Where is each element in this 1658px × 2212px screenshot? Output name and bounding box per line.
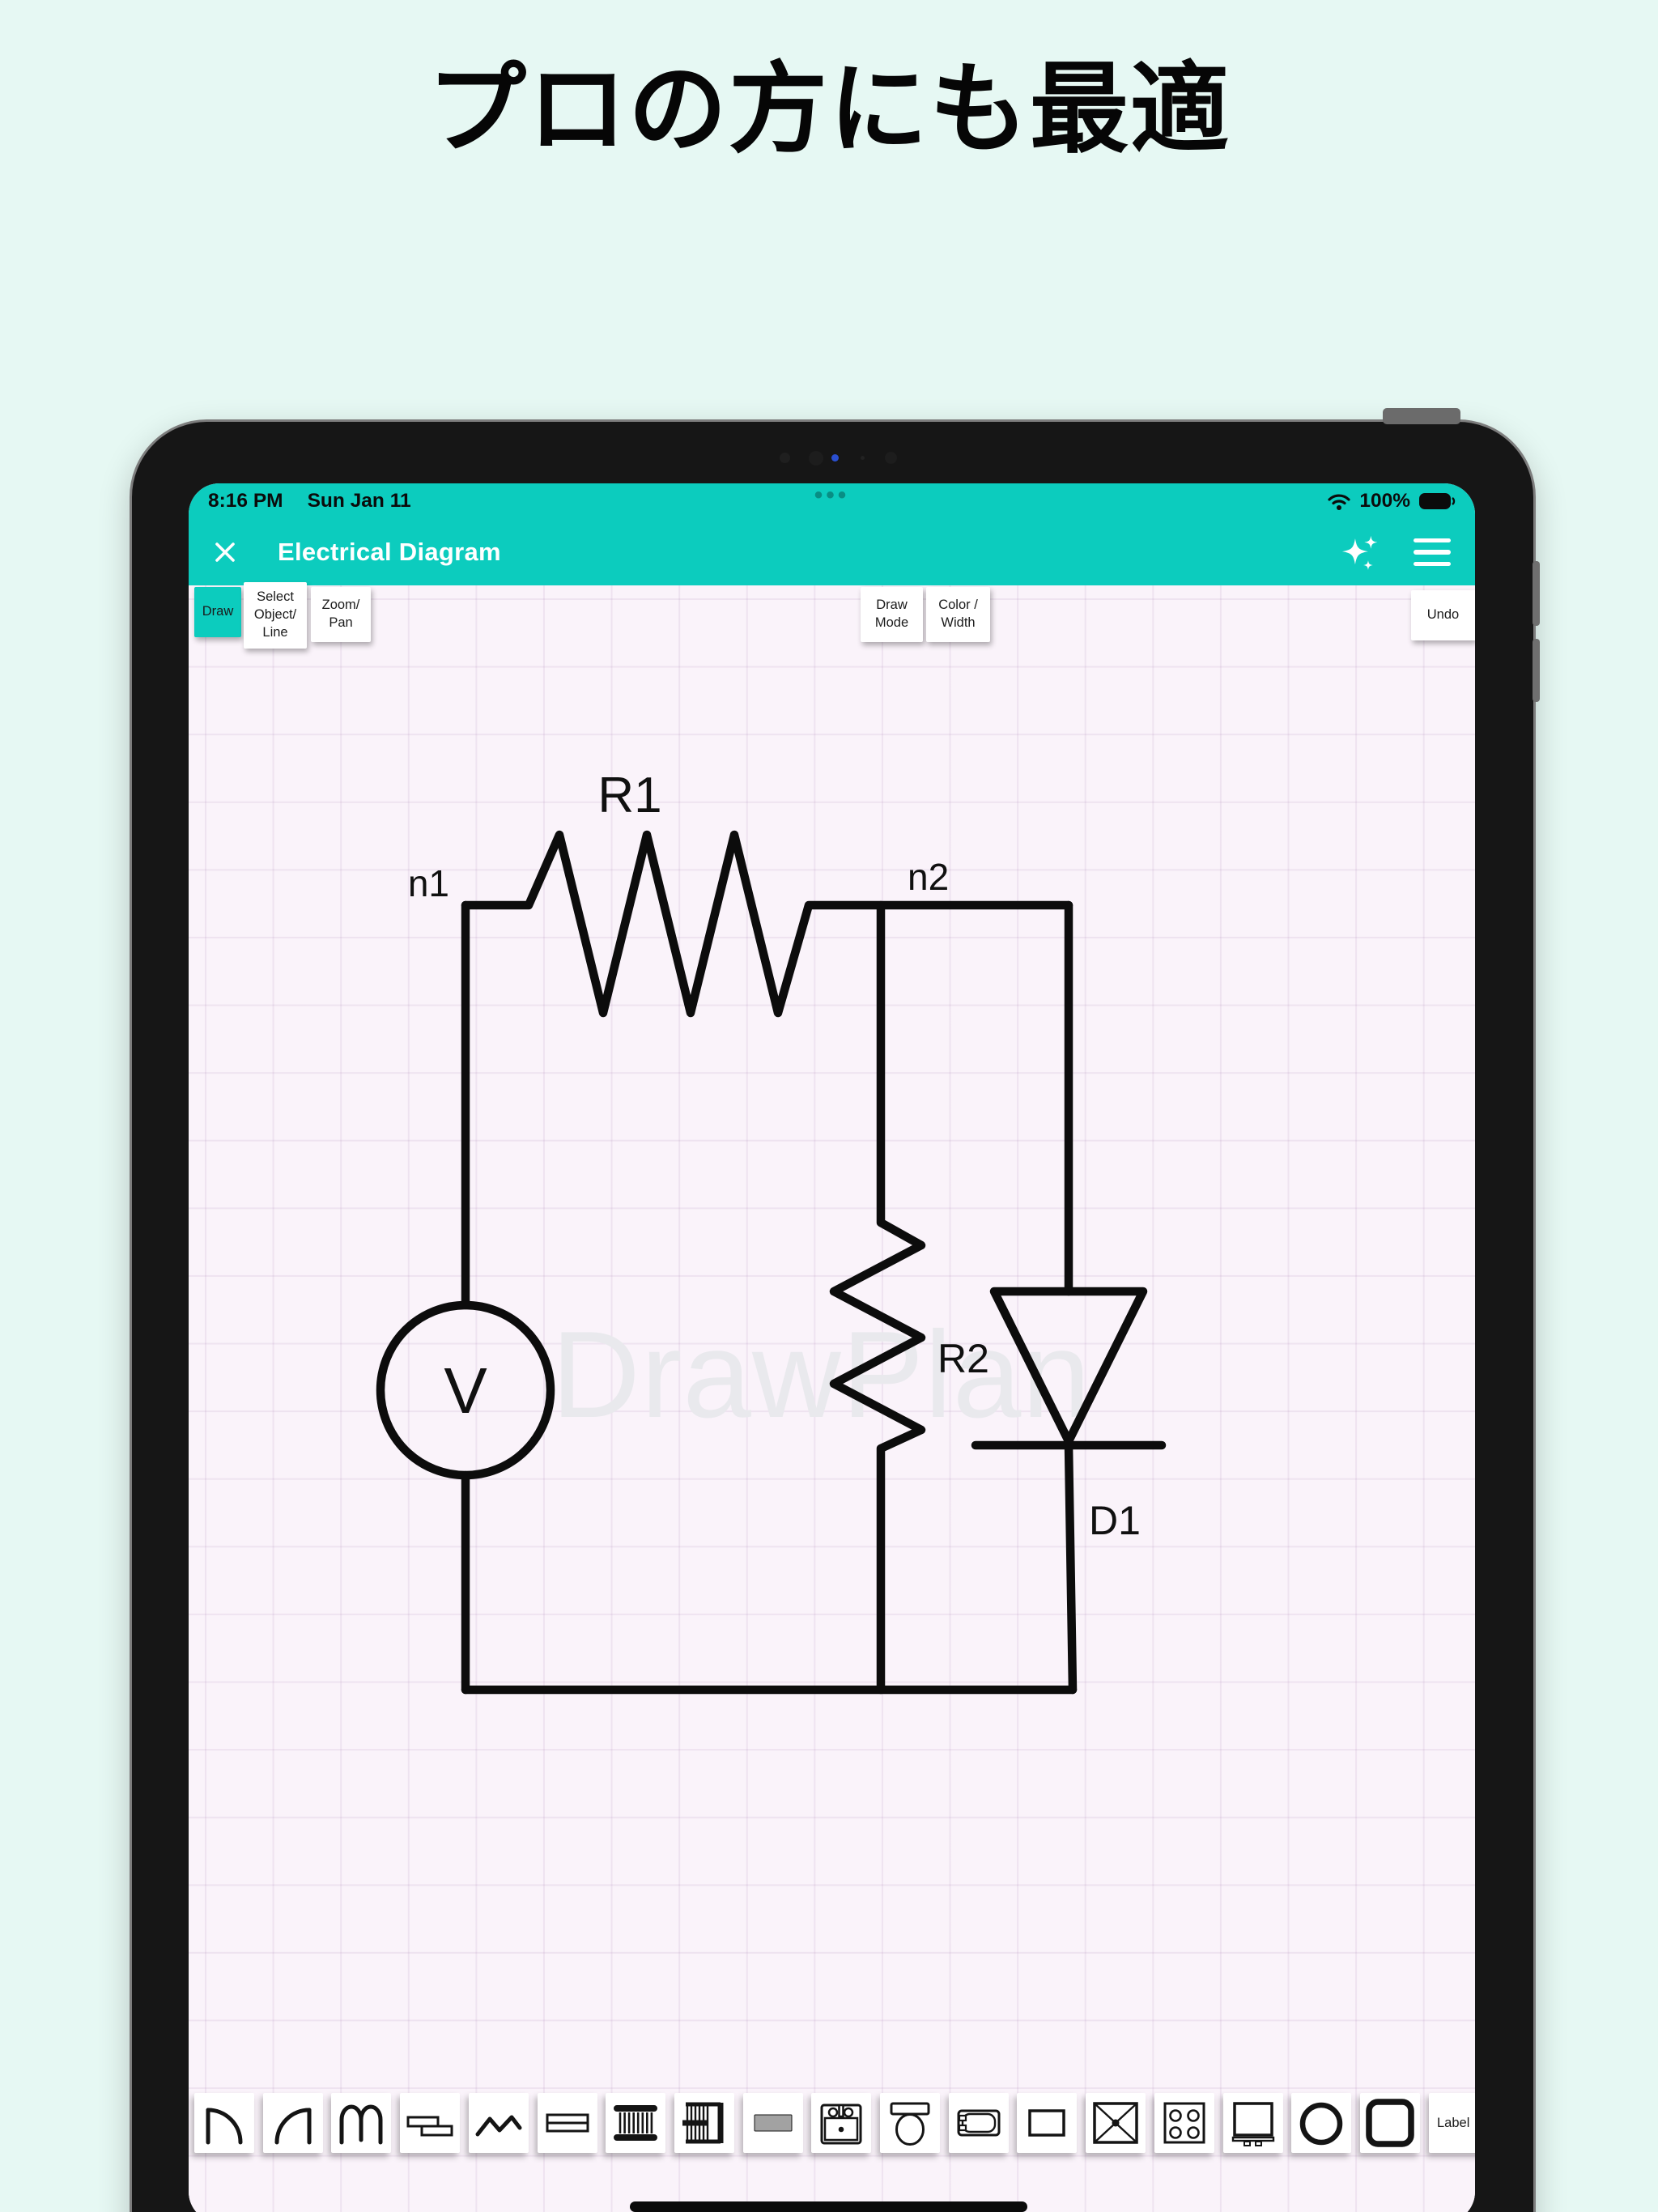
- toilet-icon: [890, 2102, 930, 2146]
- tool-stove-button[interactable]: [1154, 2093, 1214, 2153]
- label-n2: n2: [908, 856, 949, 898]
- door-arc-left-icon: [274, 2108, 312, 2145]
- fixture-rect-icon: [1028, 2109, 1066, 2137]
- wire-top-with-r1[interactable]: R1 n1 n2: [408, 768, 1073, 1018]
- tool-stairs-button[interactable]: [674, 2093, 734, 2153]
- shower-icon: [1093, 2102, 1138, 2144]
- select-object-line-button[interactable]: Select Object/ Line: [244, 582, 307, 649]
- tool-solid-wall-button[interactable]: [742, 2093, 803, 2153]
- window-icon: [546, 2113, 589, 2133]
- tool-double-door-button[interactable]: [331, 2093, 392, 2153]
- voltage-source[interactable]: V: [376, 900, 555, 1695]
- tool-radiator-button[interactable]: [606, 2093, 666, 2153]
- status-time: 8:16 PM: [208, 490, 283, 512]
- label-r2: R2: [937, 1336, 989, 1381]
- label-d1: D1: [1089, 1498, 1141, 1543]
- drawing-canvas[interactable]: DrawPlan R1 n1 n2 V: [189, 582, 1475, 2212]
- home-indicator[interactable]: [630, 2201, 1027, 2212]
- label-tool-button[interactable]: Label: [1429, 2093, 1475, 2153]
- color-width-button[interactable]: Color / Width: [926, 587, 990, 642]
- status-date: Sun Jan 11: [307, 490, 411, 512]
- camera-indicator: [831, 454, 839, 462]
- zoom-pan-button[interactable]: Zoom/ Pan: [311, 587, 371, 642]
- draw-mode-button[interactable]: Draw Mode: [861, 587, 923, 642]
- label-n1: n1: [408, 862, 449, 904]
- tool-circle-shape-button[interactable]: [1291, 2093, 1352, 2153]
- double-door-icon: [339, 2104, 383, 2145]
- tool-cabinet-button[interactable]: [1222, 2093, 1283, 2153]
- door-arc-right-icon: [206, 2108, 243, 2145]
- close-icon[interactable]: [210, 537, 240, 568]
- multitask-dots: •••: [814, 483, 850, 508]
- solid-wall-icon: [754, 2114, 793, 2132]
- zigzag-wall-icon: [475, 2115, 522, 2137]
- resistor-r2[interactable]: R2: [829, 900, 989, 1695]
- tool-rounded-square-button[interactable]: [1359, 2093, 1420, 2153]
- hero-title: プロの方にも最適: [427, 54, 1231, 164]
- rounded-square-icon: [1366, 2099, 1414, 2147]
- cabinet-icon: [1231, 2102, 1274, 2146]
- volume-up-button: [1533, 561, 1540, 626]
- sink-icon: [820, 2104, 862, 2145]
- camera-lens: [809, 451, 823, 466]
- draw-button[interactable]: Draw: [194, 587, 241, 637]
- stairs-icon: [682, 2102, 724, 2144]
- battery-icon: [1419, 493, 1456, 509]
- tool-fixture-rect-button[interactable]: [1017, 2093, 1078, 2153]
- power-button: [1383, 408, 1460, 424]
- screen: 8:16 PM Sun Jan 11 ••• 100% El: [189, 483, 1475, 2212]
- tool-zigzag-wall-button[interactable]: [468, 2093, 529, 2153]
- tool-bathtub-button[interactable]: [948, 2093, 1009, 2153]
- diode-d1[interactable]: D1: [971, 900, 1167, 1695]
- camera-dot: [780, 453, 790, 463]
- tool-toilet-button[interactable]: [880, 2093, 940, 2153]
- tool-sliding-door-button[interactable]: [400, 2093, 461, 2153]
- sparkles-icon[interactable]: [1337, 530, 1381, 574]
- watermark: DrawPlan: [551, 1306, 1091, 1444]
- radiator-icon: [614, 2105, 658, 2141]
- front-camera-cluster: [132, 451, 1538, 467]
- sliding-door-icon: [406, 2116, 453, 2137]
- wifi-icon: [1328, 494, 1350, 510]
- menu-icon[interactable]: [1414, 538, 1451, 567]
- tool-door-arc-left-button[interactable]: [262, 2093, 323, 2153]
- battery-percent: 100%: [1359, 490, 1410, 512]
- undo-button[interactable]: Undo: [1411, 590, 1475, 640]
- circle-shape-icon: [1299, 2102, 1343, 2146]
- label-r1: R1: [597, 768, 661, 823]
- page-title: Electrical Diagram: [278, 538, 501, 566]
- tool-window-button[interactable]: [537, 2093, 597, 2153]
- tool-sink-button[interactable]: [811, 2093, 872, 2153]
- stove-icon: [1163, 2102, 1205, 2144]
- status-bar: 8:16 PM Sun Jan 11 ••• 100%: [189, 483, 1475, 519]
- label-v: V: [444, 1355, 487, 1427]
- camera-dot: [861, 456, 865, 460]
- camera-sensor: [885, 452, 897, 464]
- circuit-diagram: R1 n1 n2 V R2: [376, 768, 1167, 1695]
- ipad-device: 8:16 PM Sun Jan 11 ••• 100% El: [130, 408, 1540, 2212]
- bathtub-icon: [957, 2109, 1001, 2137]
- tool-shower-button[interactable]: [1086, 2093, 1146, 2153]
- tool-door-arc-right-button[interactable]: [194, 2093, 254, 2153]
- nav-bar: Electrical Diagram: [189, 519, 1475, 585]
- volume-down-button: [1533, 639, 1540, 702]
